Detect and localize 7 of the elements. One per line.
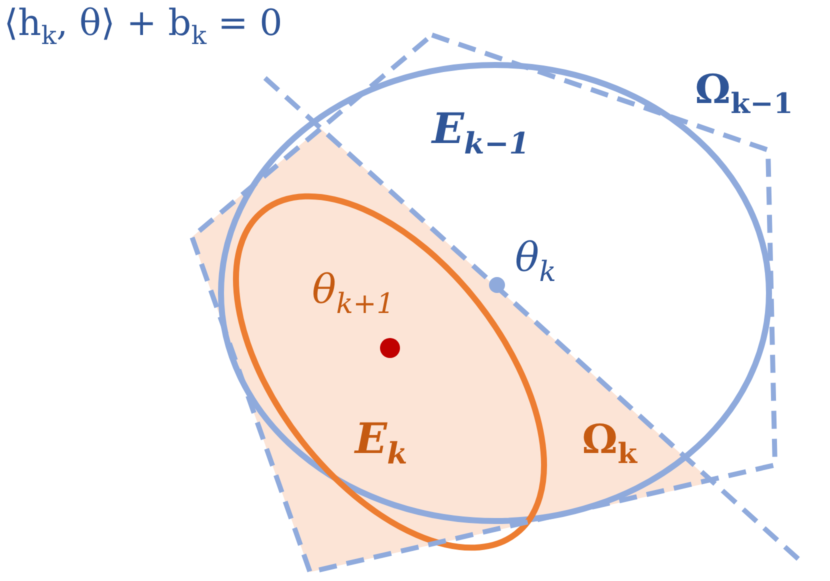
equation-label: ⟨h$_{k}$, θ⟩ + b$_{k}$ = 0 bbox=[4, 6, 282, 48]
math-label: θ$_{k}$ bbox=[515, 238, 556, 286]
math-label: Ω$_{k}$ bbox=[582, 420, 638, 468]
math-label: E$_{k−1}$ bbox=[432, 108, 530, 158]
math-label: Ω$_{k−1}$ bbox=[695, 70, 793, 118]
math-label: θ$_{k+1}$ bbox=[312, 270, 394, 318]
math-label: E$_{k}$ bbox=[355, 418, 408, 468]
